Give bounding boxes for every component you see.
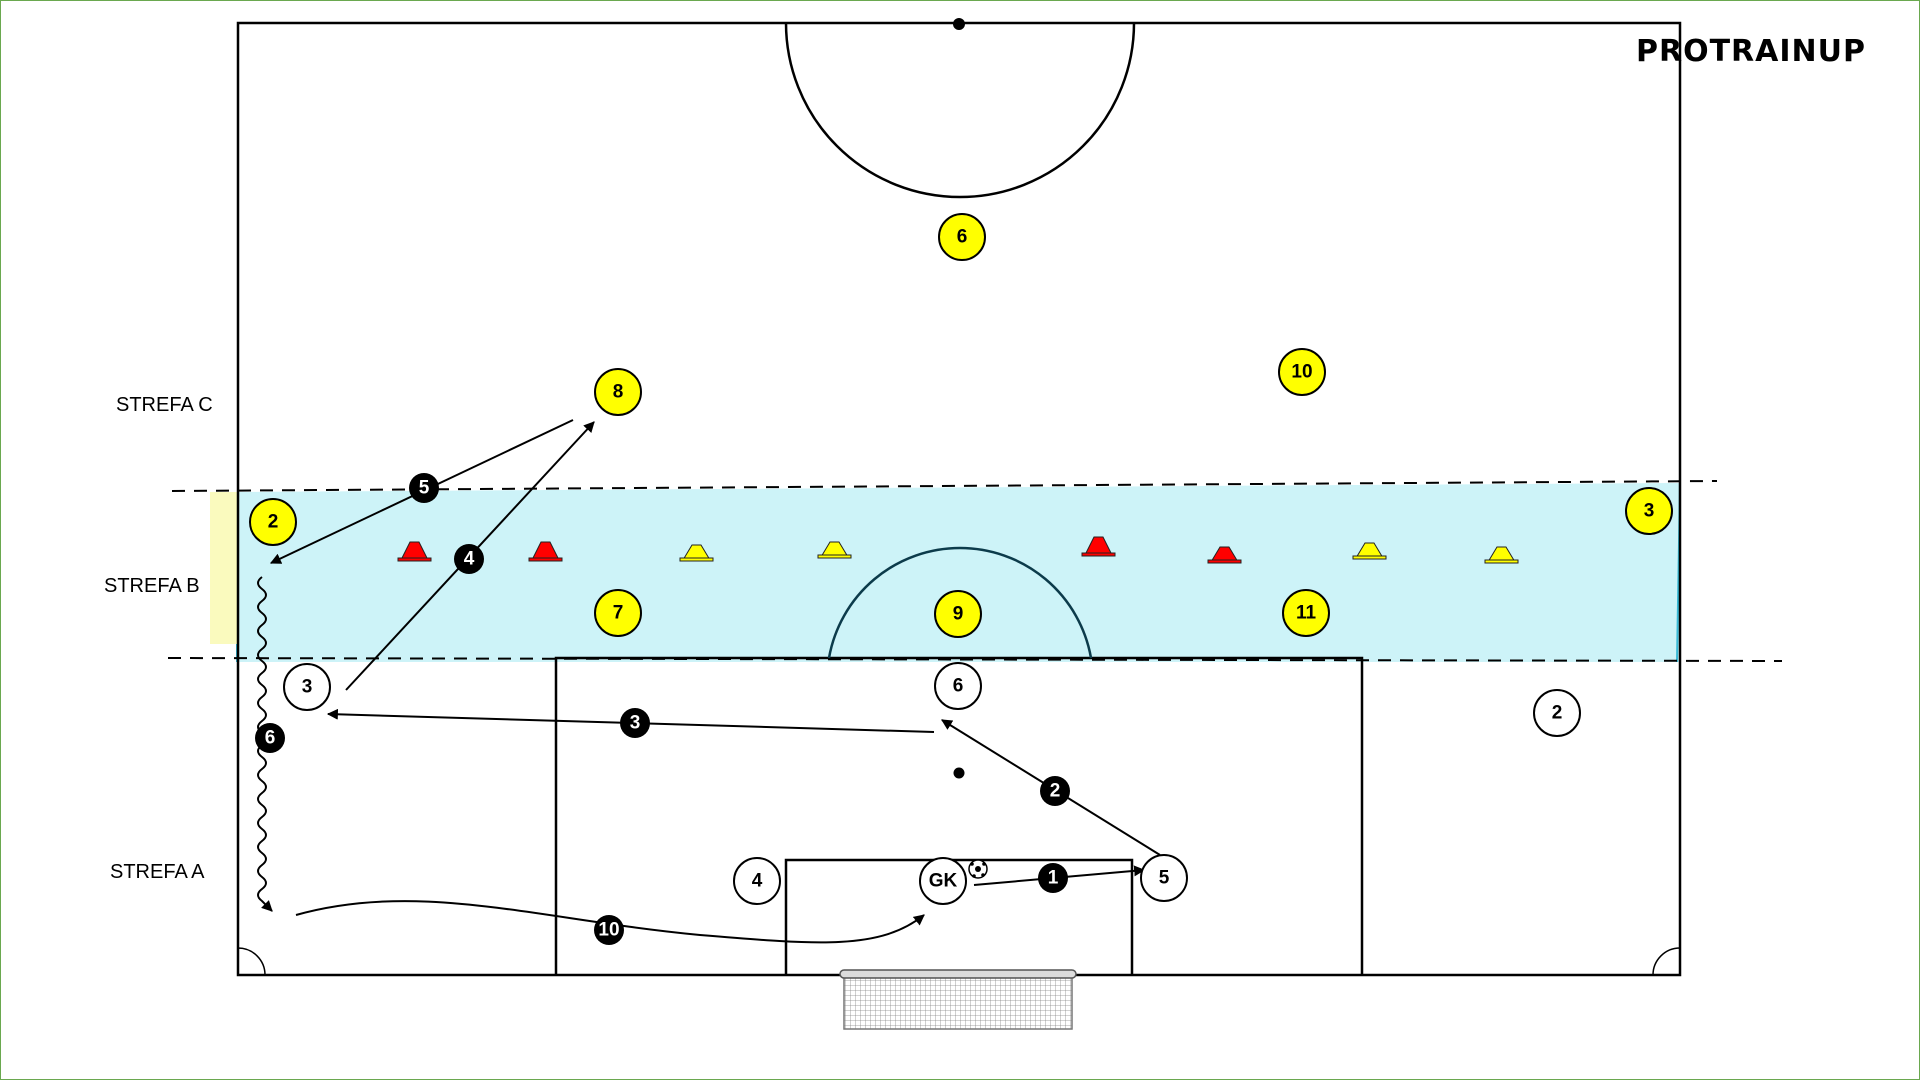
white-player: 2 xyxy=(1533,689,1581,737)
cone-yellow xyxy=(1352,542,1387,560)
goal-area xyxy=(784,858,1134,975)
step-badge: 5 xyxy=(409,473,439,503)
step-badge: 4 xyxy=(454,544,484,574)
player-number: 3 xyxy=(302,677,313,698)
white-player: 6 xyxy=(934,662,982,710)
cone-red xyxy=(1081,536,1116,557)
yellow-player: 11 xyxy=(1282,589,1330,637)
zone-line-top xyxy=(171,480,1718,492)
cone-red xyxy=(397,541,432,562)
sequence-badges: 1 2 3 4 5 6 10 xyxy=(255,473,1070,945)
step-badge: 6 xyxy=(255,723,285,753)
white-player: 5 xyxy=(1140,854,1188,902)
penalty-box xyxy=(554,656,1364,975)
corner-arc-right xyxy=(1652,947,1681,976)
penalty-spot xyxy=(953,767,965,779)
player-number: 9 xyxy=(953,604,964,625)
goalkeeper: GK xyxy=(919,857,967,905)
step-number: 3 xyxy=(630,713,641,734)
penalty-arc xyxy=(827,546,1093,659)
zone-label-b: STREFA B xyxy=(104,575,200,597)
cone-red xyxy=(1207,546,1242,564)
step-badge: 1 xyxy=(1038,863,1068,893)
white-player: 3 xyxy=(283,663,331,711)
step-badge: 10 xyxy=(594,915,624,945)
yellow-player: 6 xyxy=(938,213,986,261)
goal-net xyxy=(839,969,1077,1030)
cone-yellow xyxy=(817,541,852,559)
step-number: 1 xyxy=(1048,868,1059,889)
player-number: 4 xyxy=(752,871,763,892)
yellow-player: 7 xyxy=(594,589,642,637)
zone-label-c: STREFA C xyxy=(116,394,213,416)
cone-red xyxy=(528,541,563,562)
yellow-player: 10 xyxy=(1278,348,1326,396)
yellow-team: 6 8 10 2 3 7 9 11 xyxy=(249,213,1673,638)
white-player: 4 xyxy=(733,857,781,905)
cone-yellow xyxy=(679,544,714,562)
player-number: 10 xyxy=(1291,362,1312,383)
player-number: 6 xyxy=(953,676,964,697)
step-number: 4 xyxy=(464,549,475,570)
yellow-player: 8 xyxy=(594,368,642,416)
cone-yellow xyxy=(1484,546,1519,564)
soccer-ball-icon xyxy=(968,859,988,879)
center-spot xyxy=(953,18,965,30)
player-number: 7 xyxy=(613,603,624,624)
player-number: 5 xyxy=(1159,868,1170,889)
player-number: 3 xyxy=(1644,501,1655,522)
step-number: 10 xyxy=(598,920,619,941)
player-number: 8 xyxy=(613,382,624,403)
step-badge: 2 xyxy=(1040,776,1070,806)
white-team: 3 6 2 4 GK 5 xyxy=(283,662,1581,905)
step-badge: 3 xyxy=(620,708,650,738)
arrow-cross xyxy=(295,900,925,944)
player-number: 11 xyxy=(1296,603,1317,624)
zone-line-bottom xyxy=(167,657,1783,662)
player-number: 6 xyxy=(957,227,968,248)
player-number: GK xyxy=(929,871,958,892)
yellow-player: 9 xyxy=(934,590,982,638)
center-circle xyxy=(784,22,1136,199)
cones xyxy=(397,536,1519,564)
yellow-player: 3 xyxy=(1625,487,1673,535)
step-number: 5 xyxy=(419,478,430,499)
yellow-player: 2 xyxy=(249,498,297,546)
step-number: 6 xyxy=(265,728,276,749)
brand-logo: PROTRAINUP xyxy=(1636,34,1866,69)
player-number: 2 xyxy=(1552,703,1563,724)
player-number: 2 xyxy=(268,512,279,533)
corner-arc-left xyxy=(237,947,266,976)
zone-b-side-marker xyxy=(210,492,237,644)
step-number: 2 xyxy=(1050,781,1061,802)
zone-label-a: STREFA A xyxy=(110,861,205,883)
